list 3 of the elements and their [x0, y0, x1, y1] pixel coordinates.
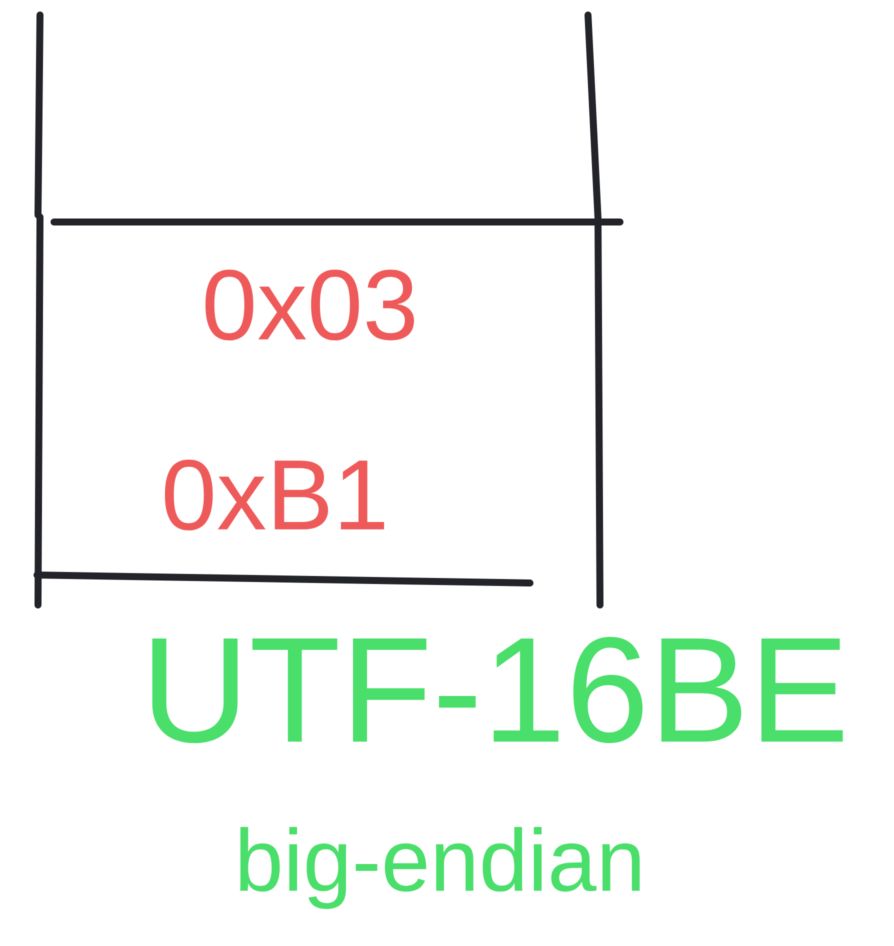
byte-order-label: big-endian: [240, 827, 640, 910]
encoding-label: UTF-16BE: [152, 636, 843, 744]
memory-cell: 0x03 0xB1: [34, 214, 624, 608]
